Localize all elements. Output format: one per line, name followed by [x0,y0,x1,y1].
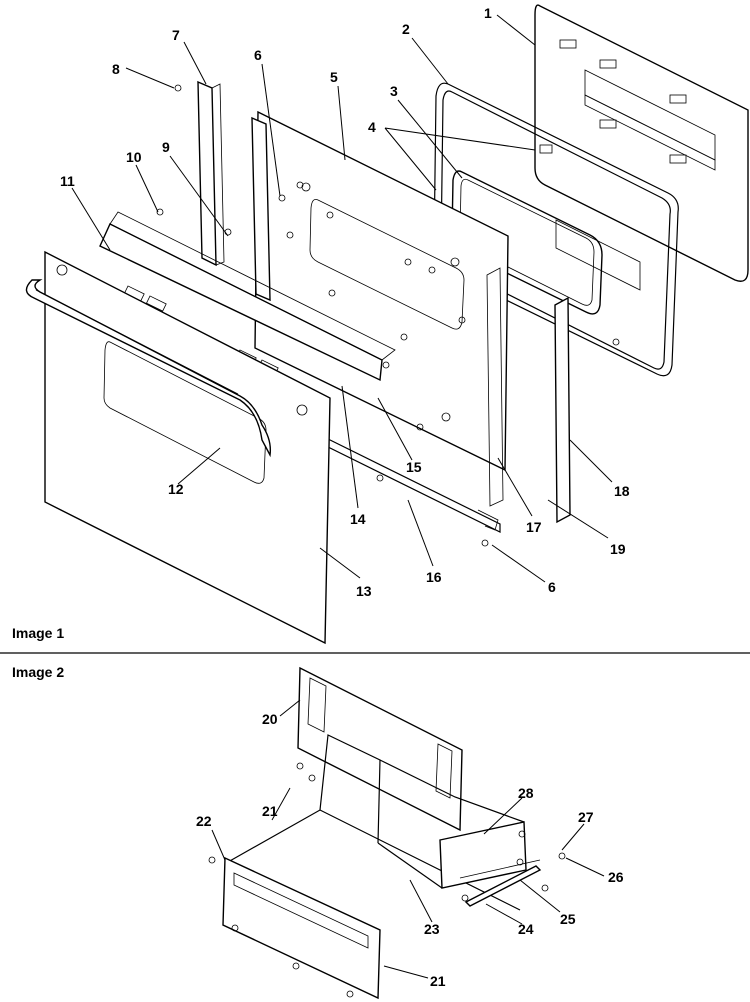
callout-4: 4 [368,119,376,135]
drawer-body [227,734,541,911]
callout-21-upper: 21 [262,803,278,819]
callout-17: 17 [526,519,542,535]
callout-24: 24 [518,921,534,937]
callout-22: 22 [196,813,212,829]
callout-5: 5 [330,69,338,85]
drawer-front [222,856,381,1000]
outer-door-panel [44,250,331,645]
callout-15: 15 [406,459,422,475]
callout-8: 8 [112,61,120,77]
callout-13: 13 [356,583,372,599]
drawer-back-panel [297,666,463,832]
callout-6-bottom: 6 [548,579,556,595]
callout-16: 16 [426,569,442,585]
door-gasket [433,82,679,377]
callout-21-lower: 21 [430,973,446,989]
callout-10: 10 [126,149,142,165]
callout-27: 27 [578,809,594,825]
fasteners [156,84,620,547]
drawer-slide [464,865,542,907]
callout-1: 1 [484,5,492,21]
callout-labels: 1 2 3 4 5 6 7 8 9 10 11 12 13 14 15 16 1… [60,5,630,989]
door-handle [25,279,272,458]
window-glass [451,170,641,315]
callout-20: 20 [262,711,278,727]
drawer-assembly-drawing [208,666,566,1000]
callout-19: 19 [610,541,626,557]
section-caption-image-2: Image 2 [12,664,64,680]
door-assembly-drawing [25,4,749,645]
callout-2: 2 [402,21,410,37]
inner-door-liner [534,4,749,282]
callout-12: 12 [168,481,184,497]
leader-lines [71,14,613,979]
callout-11: 11 [60,173,75,189]
callout-6: 6 [254,47,262,63]
right-door-channel [486,267,571,524]
callout-23: 23 [424,921,440,937]
callout-3: 3 [390,83,398,99]
drawer-fasteners [208,762,566,998]
callout-9: 9 [162,139,170,155]
left-door-channel [197,80,271,302]
section-caption-image-1: Image 1 [12,625,64,641]
callout-26: 26 [608,869,624,885]
callout-25: 25 [560,911,576,927]
callout-28: 28 [518,785,534,801]
callout-14: 14 [350,511,366,527]
callout-7: 7 [172,27,180,43]
callout-18: 18 [614,483,630,499]
